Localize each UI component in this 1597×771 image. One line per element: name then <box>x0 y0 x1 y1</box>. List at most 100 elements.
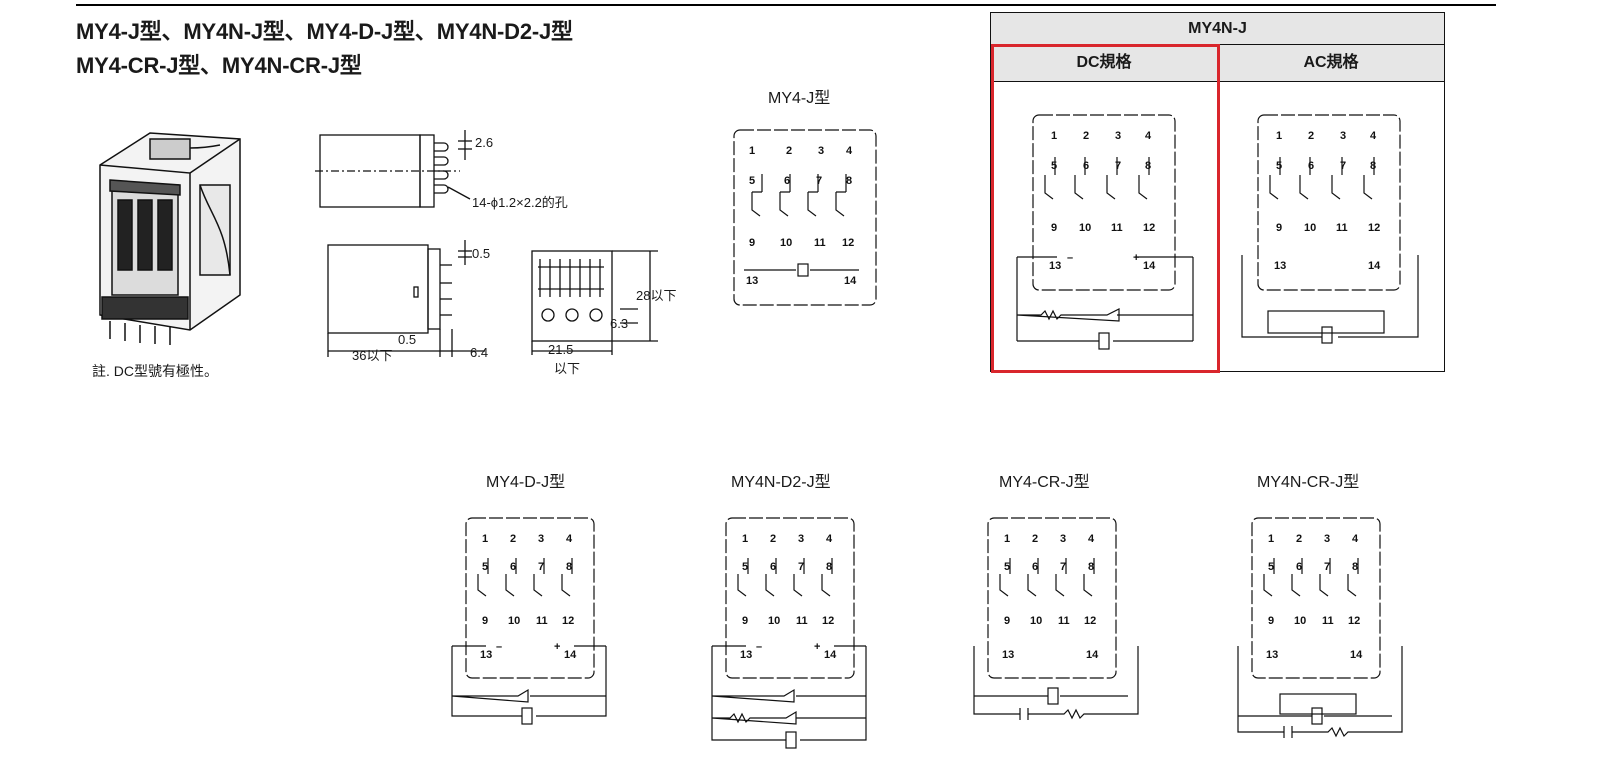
ac-pin-11: 11 <box>1336 222 1348 234</box>
d-plus: + <box>554 641 560 653</box>
table-title: MY4N-J <box>991 13 1444 45</box>
pin-6: 6 <box>784 175 790 187</box>
d2-pin-1: 1 <box>742 533 748 545</box>
cr-pin-12: 12 <box>1084 615 1096 627</box>
dc-pin-13: 13 <box>1049 260 1061 272</box>
dc-pin-7: 7 <box>1115 160 1121 172</box>
d-pin-4: 4 <box>566 533 573 545</box>
dc-plus: + <box>1133 252 1139 264</box>
dc-pin-9: 9 <box>1051 222 1057 234</box>
dim-0-5-bottom: 0.5 <box>398 332 417 347</box>
ncr-pin-1: 1 <box>1268 533 1274 545</box>
ac-pin-7: 7 <box>1340 160 1346 172</box>
dim-hole: 14-ϕ1.2×2.2的孔 <box>472 195 568 210</box>
ac-pin-10: 10 <box>1304 222 1316 234</box>
ac-pin-1: 1 <box>1276 130 1282 142</box>
d2-pin-4: 4 <box>826 533 833 545</box>
ncr-pin-2: 2 <box>1296 533 1302 545</box>
page-title-line1: MY4-J型、MY4N-J型、MY4-D-J型、MY4N-D2-J型 <box>76 19 573 44</box>
pin-4: 4 <box>846 145 853 157</box>
pin-8: 8 <box>846 175 852 187</box>
dc-pin-1: 1 <box>1051 130 1057 142</box>
d2-pin-13: 13 <box>740 649 752 661</box>
dc-pin-4: 4 <box>1145 130 1152 142</box>
cr-pin-9: 9 <box>1004 615 1010 627</box>
d-minus: – <box>496 641 502 653</box>
ncr-pin-7: 7 <box>1324 561 1330 573</box>
my4n-j-table: MY4N-J DC規格 AC規格 <box>990 12 1445 372</box>
d2-plus: + <box>814 641 820 653</box>
dc-pin-5: 5 <box>1051 160 1057 172</box>
dim-6-3: 6.3 <box>610 316 629 331</box>
pin-5: 5 <box>749 175 755 187</box>
ncr-pin-3: 3 <box>1324 533 1330 545</box>
ac-pin-14: 14 <box>1368 260 1381 272</box>
d2-pin-3: 3 <box>798 533 804 545</box>
cr-pin-7: 7 <box>1060 561 1066 573</box>
ncr-pin-11: 11 <box>1322 615 1334 627</box>
d-pin-7: 7 <box>538 561 544 573</box>
d2-pin-6: 6 <box>770 561 776 573</box>
ncr-pin-8: 8 <box>1352 561 1358 573</box>
pin-1: 1 <box>749 145 755 157</box>
d2-pin-9: 9 <box>742 615 748 627</box>
dim-2-6: 2.6 <box>475 135 494 150</box>
dim-6-4: 6.4 <box>470 345 489 360</box>
cr-pin-8: 8 <box>1088 561 1094 573</box>
pin-12: 12 <box>842 237 854 249</box>
schematic-my4nd2j: 1 2 3 4 5 6 7 8 9 10 11 12 13 – + 14 <box>711 517 867 749</box>
pin-11: 11 <box>814 237 826 249</box>
diagram-label-my4crj: MY4-CR-J型 <box>999 474 1090 491</box>
dc-pin-6: 6 <box>1083 160 1089 172</box>
ac-pin-3: 3 <box>1340 130 1346 142</box>
dim-21-5: 21.5 <box>548 342 574 357</box>
ac-column-header: AC規格 <box>1218 45 1444 81</box>
pin-10: 10 <box>780 237 792 249</box>
dim-21-5-sub: 以下 <box>554 361 581 376</box>
ncr-pin-13: 13 <box>1266 649 1278 661</box>
cr-pin-4: 4 <box>1088 533 1095 545</box>
d-pin-11: 11 <box>536 615 548 627</box>
ac-pin-9: 9 <box>1276 222 1282 234</box>
front-view-drawing <box>327 240 485 357</box>
ncr-pin-6: 6 <box>1296 561 1302 573</box>
dc-pin-12: 12 <box>1143 222 1155 234</box>
cr-pin-10: 10 <box>1030 615 1042 627</box>
dc-minus: – <box>1067 252 1073 264</box>
diagram-label-my4ncrj: MY4N-CR-J型 <box>1257 474 1360 491</box>
cr-pin-1: 1 <box>1004 533 1010 545</box>
schematic-my4n-j-dc: 1 2 3 4 5 6 7 8 9 10 11 12 13 – + 14 <box>1016 114 1194 350</box>
schematic-my4dj: 1 2 3 4 5 6 7 8 9 10 11 12 13 – + 14 <box>451 517 607 725</box>
dc-column-header: DC規格 <box>991 45 1218 81</box>
dim-36: 36以下 <box>352 348 393 363</box>
cr-pin-3: 3 <box>1060 533 1066 545</box>
pin-13: 13 <box>746 275 758 287</box>
d-pin-5: 5 <box>482 561 488 573</box>
d-pin-9: 9 <box>482 615 488 627</box>
side-view-drawing <box>315 130 472 208</box>
top-rule <box>76 4 1496 6</box>
cr-pin-6: 6 <box>1032 561 1038 573</box>
ac-pin-8: 8 <box>1370 160 1376 172</box>
d2-pin-12: 12 <box>822 615 834 627</box>
ac-pin-4: 4 <box>1370 130 1377 142</box>
schematic-my4crj: 1 2 3 4 5 6 7 8 9 10 11 12 13 14 <box>973 517 1139 720</box>
cr-pin-13: 13 <box>1002 649 1014 661</box>
d2-pin-8: 8 <box>826 561 832 573</box>
schematic-my4ncrj: 1 2 3 4 5 6 7 8 9 10 11 12 13 14 <box>1237 517 1403 738</box>
ncr-pin-4: 4 <box>1352 533 1359 545</box>
d2-minus: – <box>756 641 762 653</box>
pin-3: 3 <box>818 145 824 157</box>
schematic-my4n-j-ac: 1 2 3 4 5 6 7 8 9 10 11 12 13 14 <box>1241 114 1419 344</box>
ncr-pin-10: 10 <box>1294 615 1306 627</box>
dc-pin-8: 8 <box>1145 160 1151 172</box>
ac-pin-6: 6 <box>1308 160 1314 172</box>
ac-pin-2: 2 <box>1308 130 1314 142</box>
d-pin-6: 6 <box>510 561 516 573</box>
ncr-pin-14: 14 <box>1350 649 1363 661</box>
ncr-pin-12: 12 <box>1348 615 1360 627</box>
ac-pin-12: 12 <box>1368 222 1380 234</box>
dc-pin-11: 11 <box>1111 222 1123 234</box>
cr-pin-14: 14 <box>1086 649 1099 661</box>
polarity-note: 註. DC型號有極性。 <box>92 363 218 379</box>
